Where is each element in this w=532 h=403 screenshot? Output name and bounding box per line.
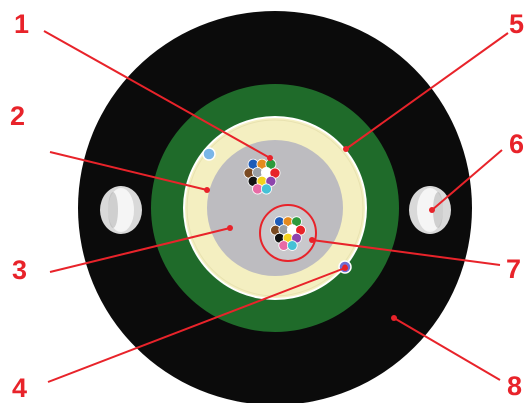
- leader-line-3: [49, 227, 231, 273]
- leader-line-1: [43, 30, 271, 159]
- callout-4: 4: [12, 373, 27, 403]
- leader-line-4: [47, 267, 346, 383]
- leader-line-2: [49, 151, 208, 191]
- callout-2: 2: [10, 101, 25, 131]
- strength-member-left: [100, 186, 142, 234]
- leader-line-7: [311, 239, 501, 266]
- fiber-bundle-upper: [243, 158, 281, 195]
- upper-fiber-12: [260, 183, 272, 195]
- callout-7: 7: [506, 254, 521, 284]
- lower-fiber-12: [286, 240, 298, 251]
- leader-line-5: [345, 32, 509, 150]
- ripcord-blue: [202, 147, 216, 161]
- leader-line-6: [431, 149, 503, 211]
- callout-1: 1: [14, 9, 29, 39]
- callout-3: 3: [12, 255, 27, 285]
- callout-5: 5: [509, 9, 524, 39]
- callout-6: 6: [509, 129, 524, 159]
- callout-8: 8: [507, 371, 522, 401]
- fiber-bundle-lower: [270, 216, 306, 251]
- leader-line-8: [393, 317, 501, 381]
